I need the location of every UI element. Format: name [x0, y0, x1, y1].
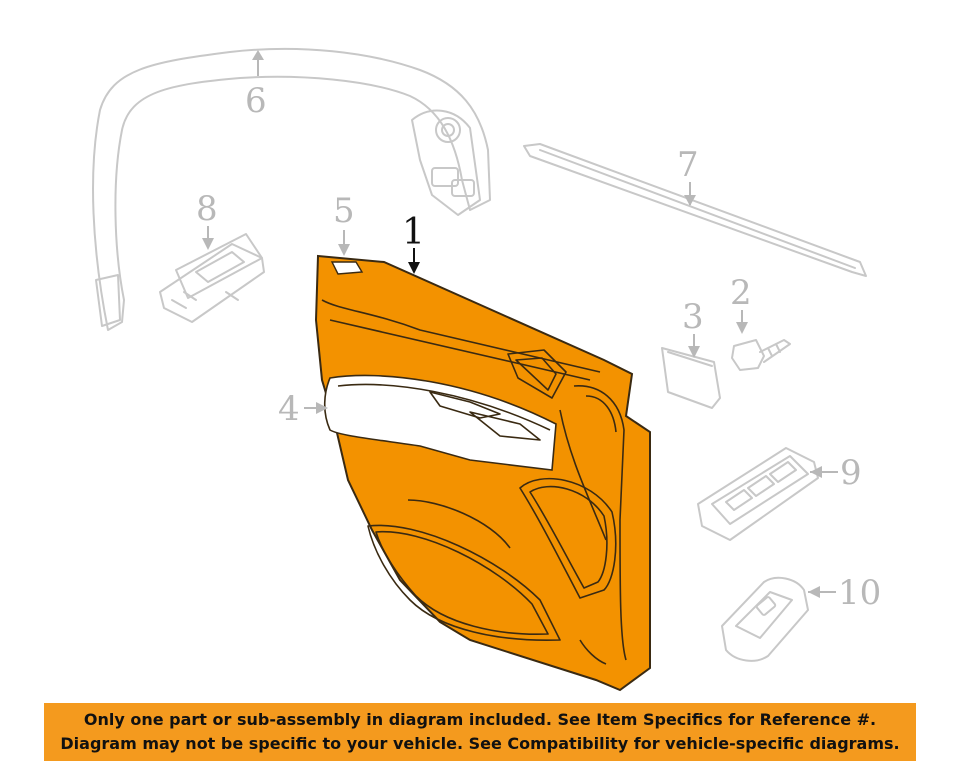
part-7-weatherstrip	[523, 143, 867, 277]
disclaimer-line-1: Only one part or sub-assembly in diagram…	[83, 710, 877, 729]
callout-4: 4	[278, 389, 300, 429]
part-8-window-switch	[159, 233, 265, 323]
part-9-switch-panel	[697, 447, 819, 541]
callout-6: 6	[245, 81, 267, 121]
part-1-door-trim-panel	[314, 254, 651, 692]
callout-5: 5	[333, 191, 355, 231]
part-6-frame-molding	[92, 47, 491, 331]
callout-9: 9	[840, 453, 862, 493]
disclaimer-line-2: Diagram may not be specific to your vehi…	[60, 734, 900, 753]
callout-1: 1	[402, 212, 425, 253]
callout-2: 2	[730, 273, 752, 313]
callout-7: 7	[677, 145, 699, 185]
part-10-single-switch	[721, 576, 809, 662]
callout-10: 10	[838, 573, 881, 613]
part-2-screw	[731, 339, 791, 371]
parts-diagram: 6 7 8	[92, 47, 881, 692]
part-3-cover	[661, 347, 721, 409]
disclaimer-banner: Only one part or sub-assembly in diagram…	[44, 703, 916, 761]
callout-3: 3	[682, 297, 704, 337]
callout-8: 8	[196, 189, 218, 229]
